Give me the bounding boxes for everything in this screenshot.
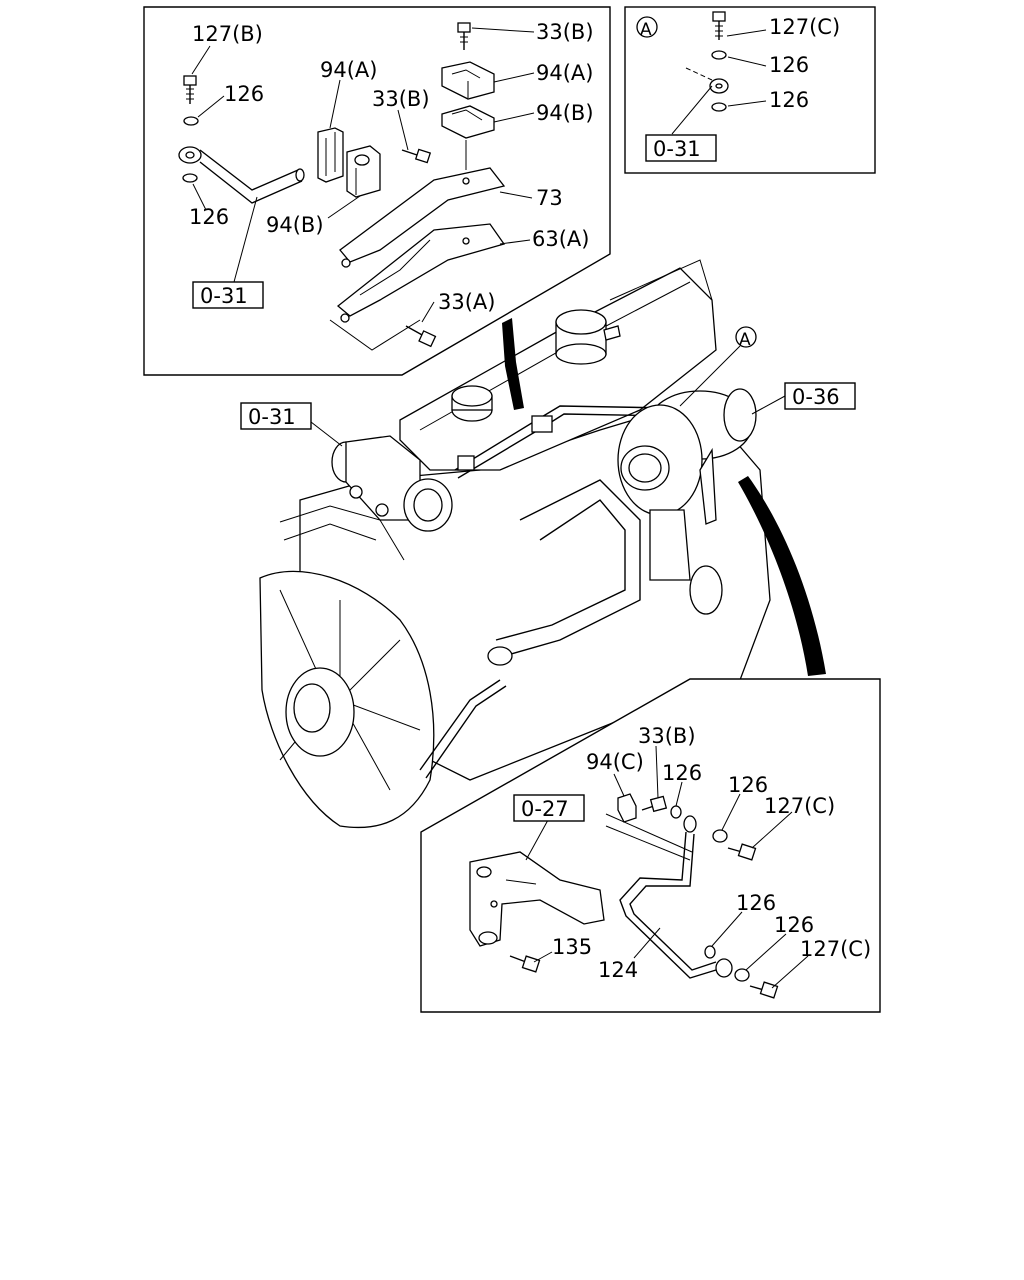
callout-73: 73 xyxy=(536,186,563,210)
clamp-94b-right xyxy=(441,105,495,139)
callout-33b-bottom: 33(B) xyxy=(638,724,696,748)
clamp-94a-right xyxy=(441,61,495,100)
callout-126-detail-1: 126 xyxy=(769,53,809,77)
callout-126-b1: 126 xyxy=(662,761,702,785)
mounting-bracket xyxy=(469,851,605,947)
callout-127c-b1: 127(C) xyxy=(764,794,835,818)
detail-panel-bottom-right: 33(B) 94(C) 126 126 127(C) 126 126 127(C… xyxy=(420,678,881,1013)
pipe-clamp-engine xyxy=(531,415,553,433)
callout-126-b4: 126 xyxy=(774,913,814,937)
transfer-arrow-bottom xyxy=(738,476,826,676)
transfer-arrow-top xyxy=(502,318,524,410)
cooling-fan xyxy=(259,505,435,829)
bolt-33b-mid xyxy=(401,148,432,164)
bracket-63a xyxy=(329,223,506,351)
callout-63a: 63(A) xyxy=(532,227,589,251)
ref-box-0-27: 0-27 xyxy=(513,794,585,822)
callout-127b: 127(B) xyxy=(192,22,263,46)
leader-lines-bottom xyxy=(525,745,809,989)
callout-126-b3: 126 xyxy=(736,891,776,915)
callout-94b-right: 94(B) xyxy=(536,101,594,125)
bolt-33b-top xyxy=(457,22,471,50)
washer-126-b3 xyxy=(704,945,716,959)
callout-126-detail-2: 126 xyxy=(769,88,809,112)
clip-94c xyxy=(617,793,637,823)
bolt-127c-b2 xyxy=(749,981,779,999)
callout-94b-left: 94(B) xyxy=(266,213,324,237)
callout-127c-detail: 127(C) xyxy=(769,15,840,39)
bolt-33b-bottom xyxy=(641,795,668,813)
ref-box-0-31-top-left: 0-31 xyxy=(192,281,264,309)
callout-135: 135 xyxy=(552,935,592,959)
breather-cap xyxy=(555,309,621,365)
oil-filler-cap xyxy=(451,385,493,422)
bracket-73 xyxy=(339,167,506,268)
ref-box-0-36: 0-36 xyxy=(751,382,856,415)
svg-text:0-31: 0-31 xyxy=(653,137,701,161)
svg-text:0-31: 0-31 xyxy=(200,284,248,308)
engine-assembly-illustration: A 0-31 0-36 xyxy=(240,259,856,829)
washer-126-upper xyxy=(183,116,199,126)
svg-text:0-27: 0-27 xyxy=(521,797,569,821)
leader-lines-top-left xyxy=(191,27,535,323)
bolt-127b xyxy=(183,75,197,104)
washer-126-b2 xyxy=(712,829,728,843)
callout-33b-top: 33(B) xyxy=(536,20,594,44)
callout-124: 124 xyxy=(598,958,638,982)
clamp-94b-left xyxy=(346,145,381,198)
washer-126-b4 xyxy=(734,968,750,982)
bolt-127c-detail xyxy=(712,11,726,40)
callout-94a-right: 94(A) xyxy=(536,61,593,85)
svg-text:0-31: 0-31 xyxy=(248,405,296,429)
water-outlet xyxy=(331,435,453,532)
callout-33b-mid: 33(B) xyxy=(372,87,430,111)
callout-126-upper: 126 xyxy=(224,82,264,106)
washer-126-lower xyxy=(182,173,198,183)
callout-94c: 94(C) xyxy=(586,750,644,774)
ref-box-0-31-main: 0-31 xyxy=(240,402,343,447)
washer-126-b1 xyxy=(670,805,682,819)
callout-127c-b2: 127(C) xyxy=(800,937,871,961)
washer-126-detail-2 xyxy=(711,102,727,112)
oil-pipe-left xyxy=(178,146,305,204)
marker-a-label: A xyxy=(640,20,652,40)
svg-text:0-36: 0-36 xyxy=(792,385,840,409)
marker-a-circle xyxy=(636,16,658,38)
callout-126-lower: 126 xyxy=(189,205,229,229)
callout-94a-left: 94(A) xyxy=(320,58,377,82)
clamp-94a-left xyxy=(317,127,344,183)
ref-box-0-31-top-right: 0-31 xyxy=(645,134,717,162)
pipe-eye-detail xyxy=(685,67,729,94)
callout-126-b2: 126 xyxy=(728,773,768,797)
marker-a-main-label: A xyxy=(739,330,751,350)
bolt-33a xyxy=(405,325,437,348)
pipe-124 xyxy=(605,813,733,979)
detail-panel-top-left: 127(B) 126 126 94(A) 33(B) 94(B) 33(B) 9… xyxy=(143,6,611,376)
turbocharger xyxy=(617,388,757,581)
detail-panel-top-right: A 127(C) 126 126 0-31 xyxy=(624,6,876,174)
washer-126-detail-1 xyxy=(711,50,727,60)
marker-a-main-circle xyxy=(735,326,757,348)
bolt-135 xyxy=(509,955,541,973)
callout-33a: 33(A) xyxy=(438,290,495,314)
bolt-127c-b1 xyxy=(727,843,757,861)
